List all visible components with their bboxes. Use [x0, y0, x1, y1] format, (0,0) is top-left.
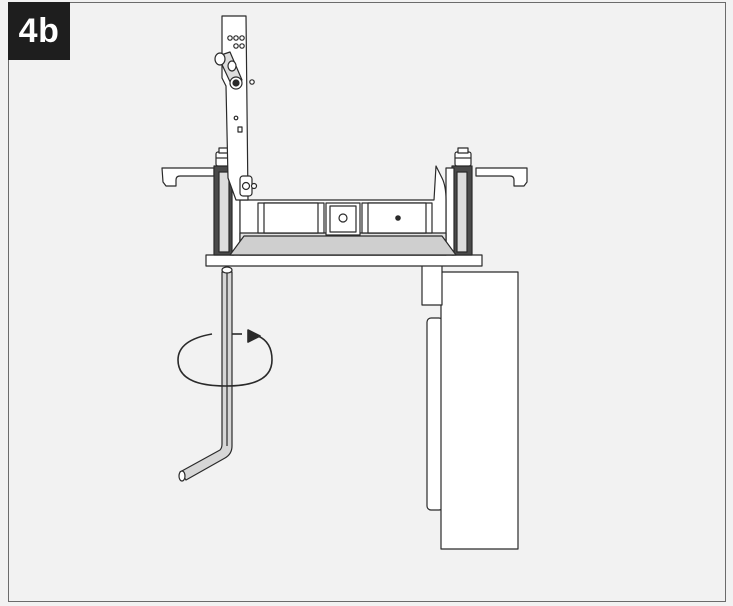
base-plate: [205, 254, 483, 267]
left-side-bracket: [161, 165, 241, 256]
illustration-frame: [8, 2, 726, 602]
pivot-link: [214, 51, 243, 90]
right-nut: [454, 147, 472, 167]
step-badge: 4b: [8, 2, 70, 60]
right-side-bracket: [445, 165, 528, 256]
rotate-counterclockwise-arrow-icon: [177, 329, 273, 387]
hex-key-icon: [178, 266, 233, 482]
hinge-knob: [239, 175, 258, 197]
vertical-mounting-plate: [214, 15, 258, 201]
enclosure-box: [421, 264, 519, 550]
bracket-cradle: [229, 165, 457, 256]
step-label: 4b: [18, 11, 60, 50]
